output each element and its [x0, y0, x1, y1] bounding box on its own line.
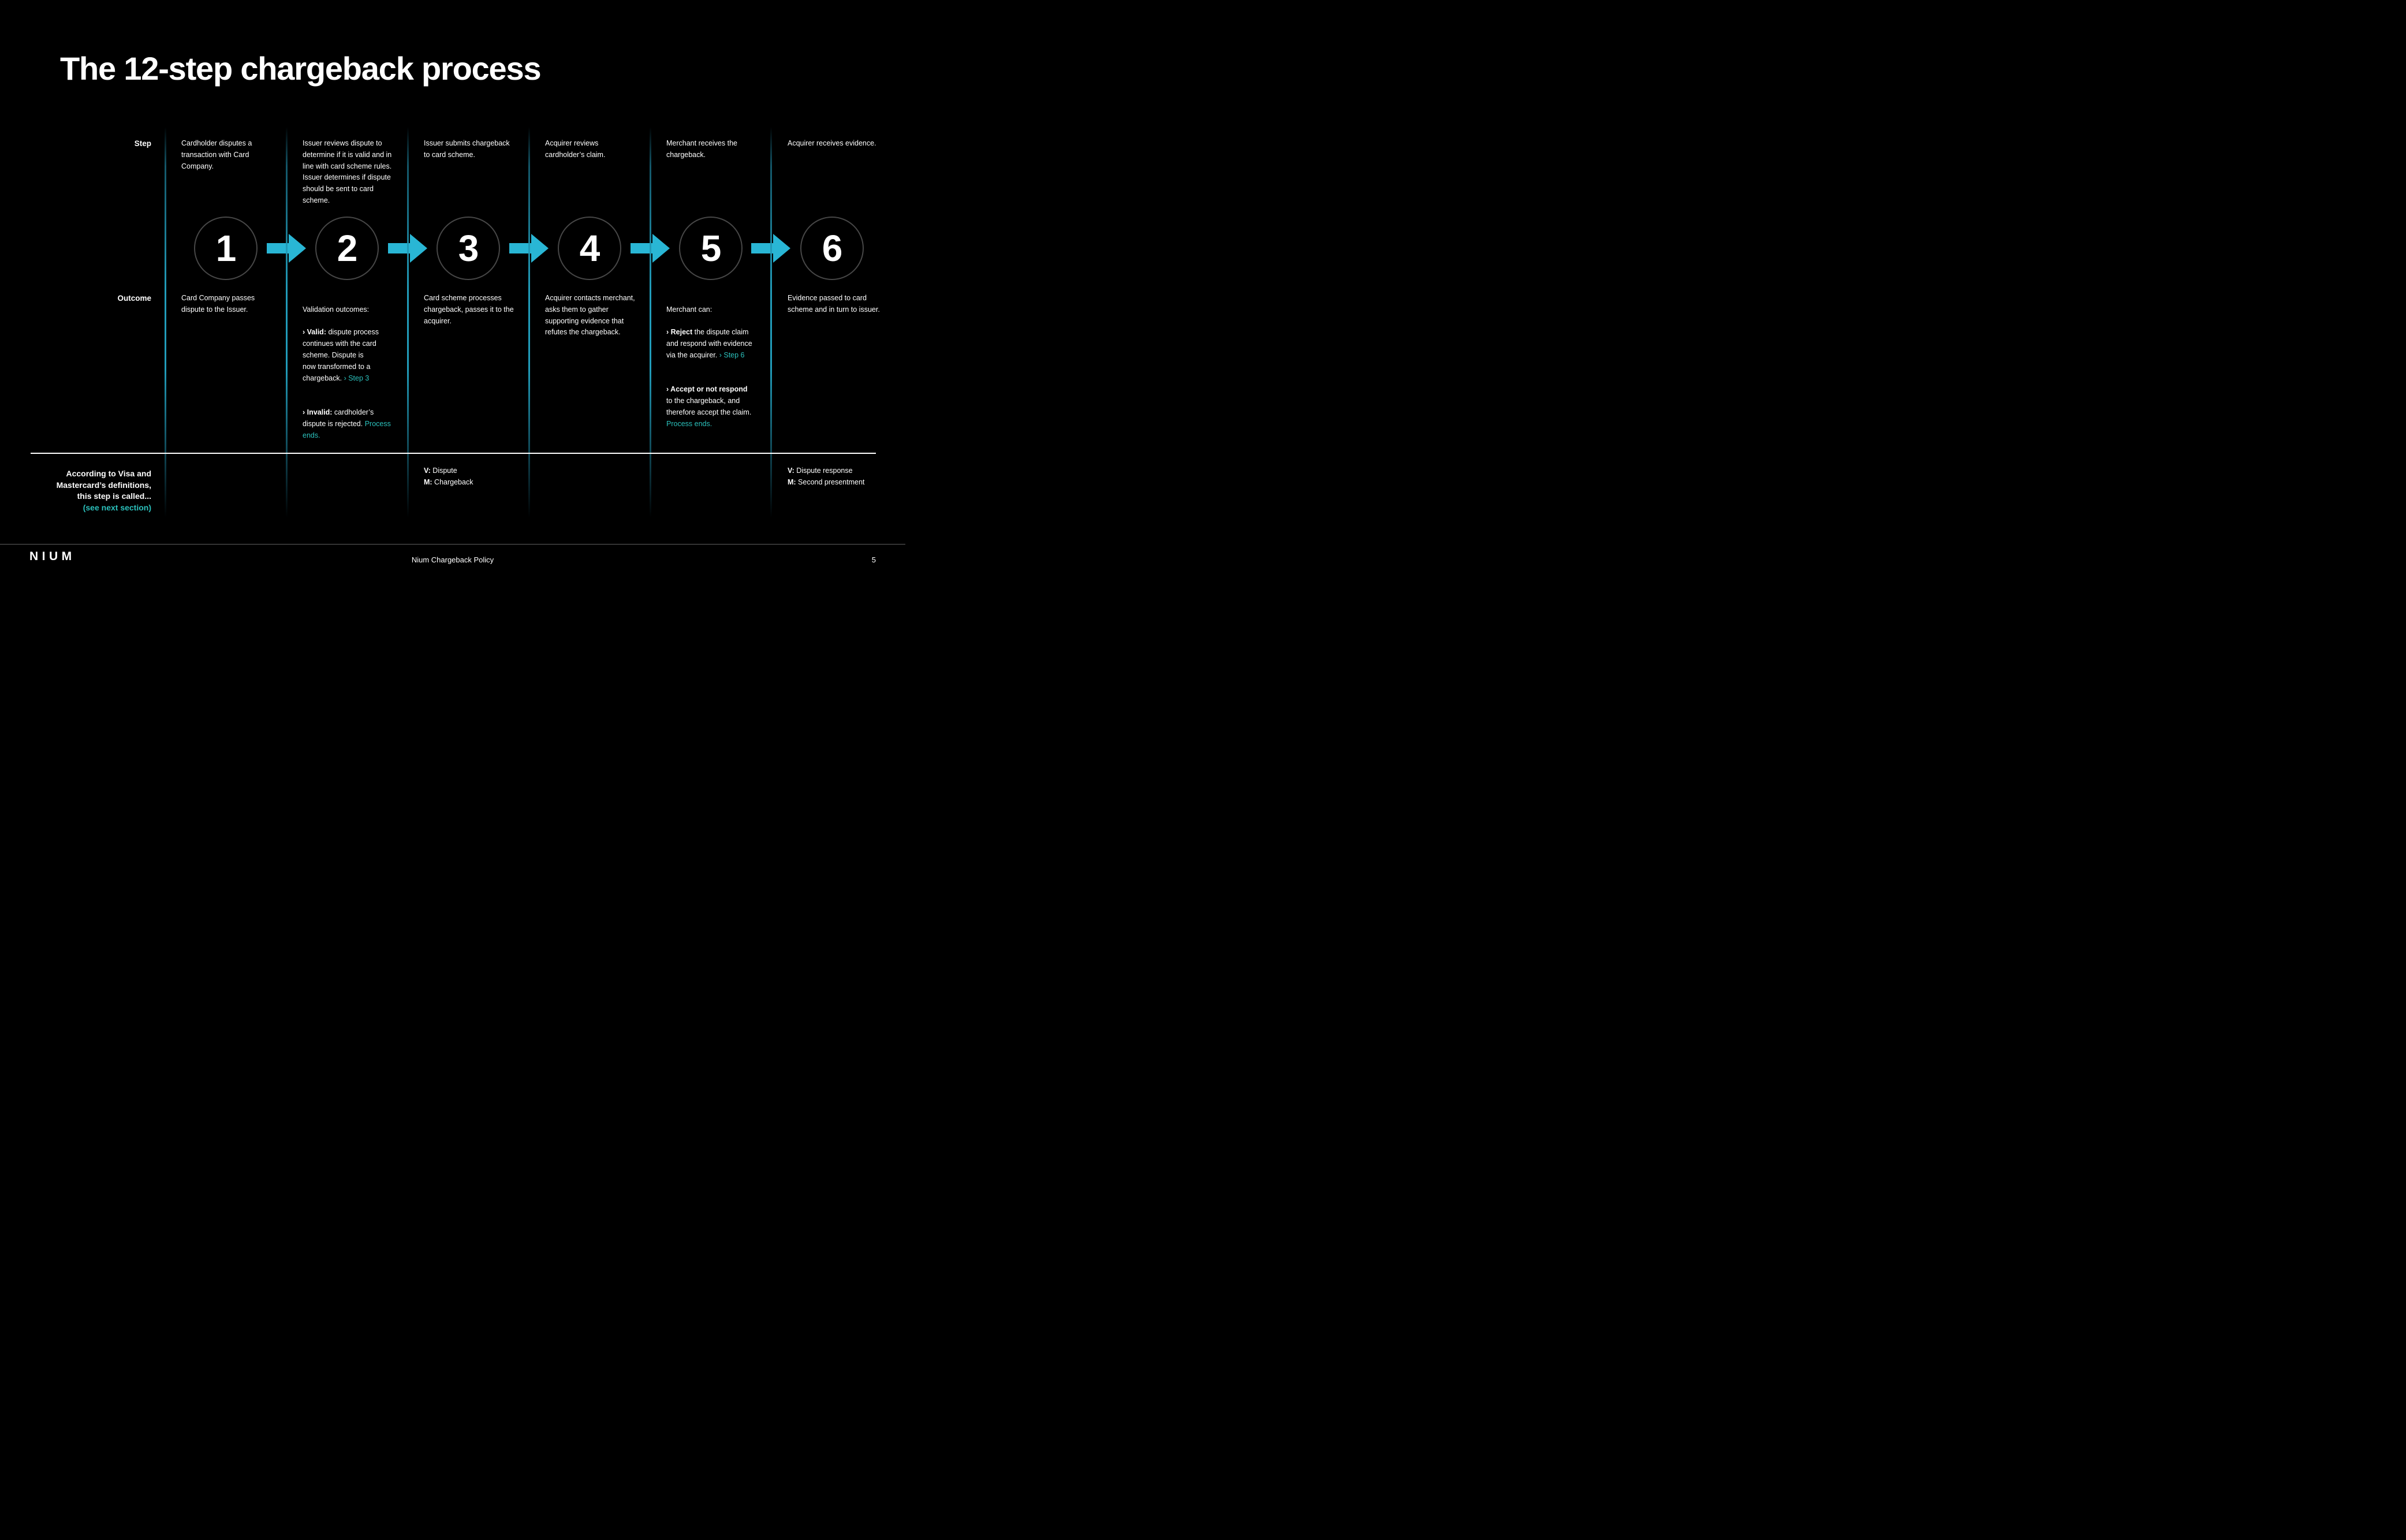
row-label-outcome: Outcome	[117, 294, 151, 303]
step-description-5: Merchant receives the chargeback.	[666, 139, 737, 159]
step-number-3: 3	[458, 228, 479, 269]
outcome-intro: Merchant can:	[666, 305, 713, 314]
footer-document-title: Nium Chargeback Policy	[411, 555, 494, 564]
outcome-option-valid: › Valid: dispute process continues with …	[303, 328, 379, 382]
visa-definition: V: Dispute response	[788, 467, 853, 475]
nium-logo: NIUM	[29, 550, 76, 563]
step3-link[interactable]: › Step 3	[344, 374, 370, 382]
step-circle-1: 1	[194, 217, 258, 280]
step-circle-6: 6	[800, 217, 864, 280]
step-description-1: Cardholder disputes a transaction with C…	[181, 139, 252, 170]
outcome-description-5: Merchant can: › Reject the dispute claim…	[666, 293, 774, 441]
page-title: The 12-step chargeback process	[60, 50, 542, 87]
slide: The 12-step chargeback process Step Outc…	[0, 0, 905, 580]
step-number-6: 6	[822, 228, 843, 269]
step-number-5: 5	[700, 228, 722, 269]
mastercard-definition: M: Second presentment	[788, 478, 865, 486]
step-circle-4: 4	[558, 217, 621, 280]
mastercard-definition: M: Chargeback	[424, 478, 473, 486]
step6-link[interactable]: › Step 6	[719, 350, 745, 359]
attribution-note: According to Visa and Mastercard’s defin…	[35, 457, 151, 525]
footer-divider-line	[0, 544, 905, 545]
column-divider	[770, 127, 772, 517]
step-circle-5: 5	[679, 217, 743, 280]
scheme-definition-step6: V: Dispute response M: Second presentmen…	[788, 465, 903, 489]
attribution-text: According to Visa and Mastercard’s defin…	[56, 468, 151, 501]
outcome-option-reject: › Reject the dispute claim and respond w…	[666, 328, 752, 359]
outcome-description-2: Validation outcomes: › Valid: dispute pr…	[303, 293, 410, 453]
step-description-3: Issuer submits chargeback to card scheme…	[424, 139, 510, 159]
outcome-description-6: Evidence passed to card scheme and in tu…	[788, 294, 880, 314]
column-divider	[286, 127, 288, 517]
step-circle-2: 2	[315, 217, 379, 280]
column-divider	[650, 127, 651, 517]
scheme-definition-step3: V: Dispute M: Chargeback	[424, 465, 539, 489]
step-description-4: Acquirer reviews cardholder’s claim.	[545, 139, 606, 159]
page-number: 5	[871, 555, 876, 564]
column-divider	[165, 127, 166, 517]
step-description-2: Issuer reviews dispute to determine if i…	[303, 139, 392, 204]
column-divider	[528, 127, 530, 517]
process-ends-link[interactable]: Process ends.	[666, 419, 713, 428]
section-divider-line	[31, 453, 876, 454]
outcome-description-3: Card scheme processes chargeback, passes…	[424, 294, 514, 325]
outcome-option-accept: › Accept or not respond to the chargebac…	[666, 385, 752, 428]
step-number-4: 4	[579, 228, 600, 269]
column-divider	[407, 127, 409, 517]
step-number-1: 1	[215, 228, 237, 269]
step-circle-3: 3	[437, 217, 500, 280]
see-next-section-link[interactable]: (see next section)	[83, 503, 151, 513]
step-number-2: 2	[337, 228, 358, 269]
row-label-step: Step	[134, 139, 151, 148]
outcome-description-4: Acquirer contacts merchant, asks them to…	[545, 294, 635, 337]
outcome-intro: Validation outcomes:	[303, 305, 370, 314]
outcome-description-1: Card Company passes dispute to the Issue…	[181, 294, 255, 314]
step-description-6: Acquirer receives evidence.	[788, 139, 876, 147]
visa-definition: V: Dispute	[424, 467, 457, 475]
outcome-option-invalid: › Invalid: cardholder’s dispute is rejec…	[303, 408, 391, 439]
process-ends-link[interactable]: Process ends.	[303, 419, 391, 439]
